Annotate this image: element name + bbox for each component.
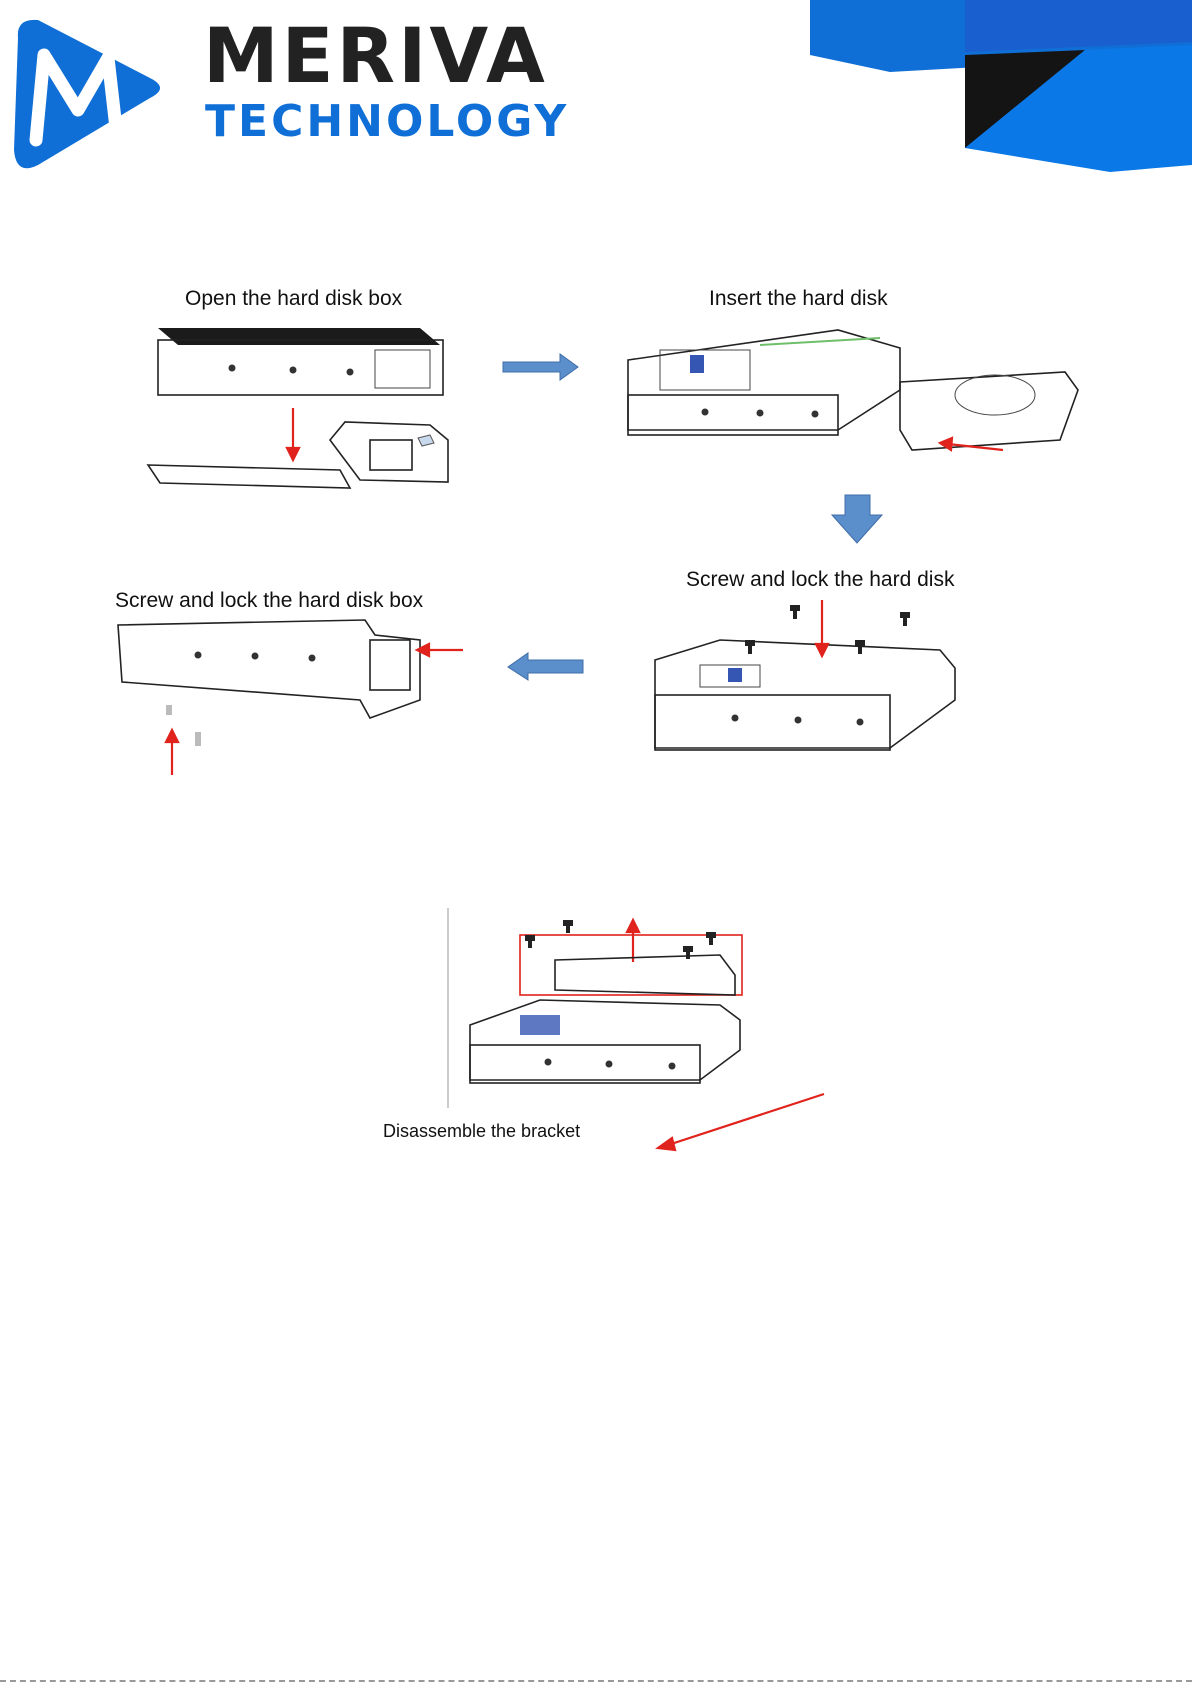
footer-rule bbox=[0, 1680, 1192, 1682]
